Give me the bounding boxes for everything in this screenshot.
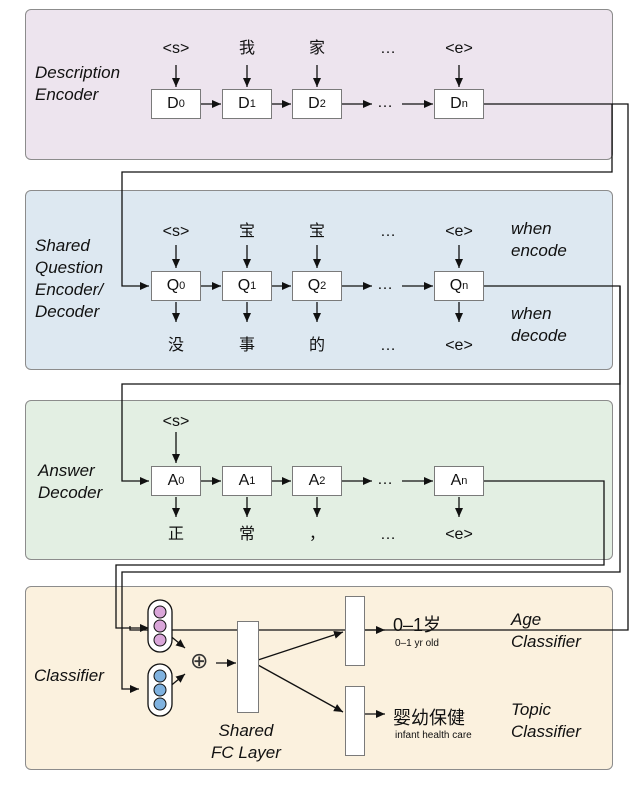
concat-plus-icon: ⊕ (190, 649, 209, 674)
answer-input-token: <s> (162, 413, 190, 430)
answer-output-token: <e> (445, 526, 473, 543)
bottom-vector (147, 663, 173, 717)
age-output-english: 0–1 yr old (395, 638, 439, 649)
question-input-token: … (380, 223, 396, 240)
question-input-token: <s> (162, 223, 190, 240)
answer-output-token: ， (308, 526, 325, 543)
topic-output: 婴幼保健 (393, 708, 465, 728)
desc-input-token: <s> (162, 40, 190, 57)
question-output-token: 事 (238, 337, 255, 354)
answer-output-token: 常 (238, 526, 255, 543)
question-input-token: <e> (445, 223, 473, 240)
question-output-token: 的 (308, 337, 325, 354)
answer-output-token: 正 (167, 526, 184, 543)
age-output: 0–1岁 (393, 615, 442, 635)
top-vector (147, 599, 173, 653)
question-output-token: … (380, 337, 396, 354)
desc-input-token: 我 (238, 40, 255, 57)
desc-input-token: <e> (445, 40, 473, 57)
desc-input-token: 家 (308, 40, 325, 57)
desc-input-token: … (380, 40, 396, 57)
classifier-panel (25, 586, 613, 770)
ellipsis: … (377, 94, 393, 111)
topic-output-english: infant health care (395, 730, 472, 741)
question-output-token: <e> (445, 337, 473, 354)
topic-classifier-box (345, 686, 365, 756)
ellipsis: … (377, 276, 393, 293)
question-input-token: 宝 (308, 223, 325, 240)
classifier-label: Classifier (34, 666, 104, 685)
ellipsis: … (377, 471, 393, 488)
answer-output-token: … (380, 526, 396, 543)
age-classifier-box (345, 596, 365, 666)
shared-fc-layer-box (237, 621, 259, 713)
question-output-token: 没 (167, 337, 184, 354)
question-input-token: 宝 (238, 223, 255, 240)
